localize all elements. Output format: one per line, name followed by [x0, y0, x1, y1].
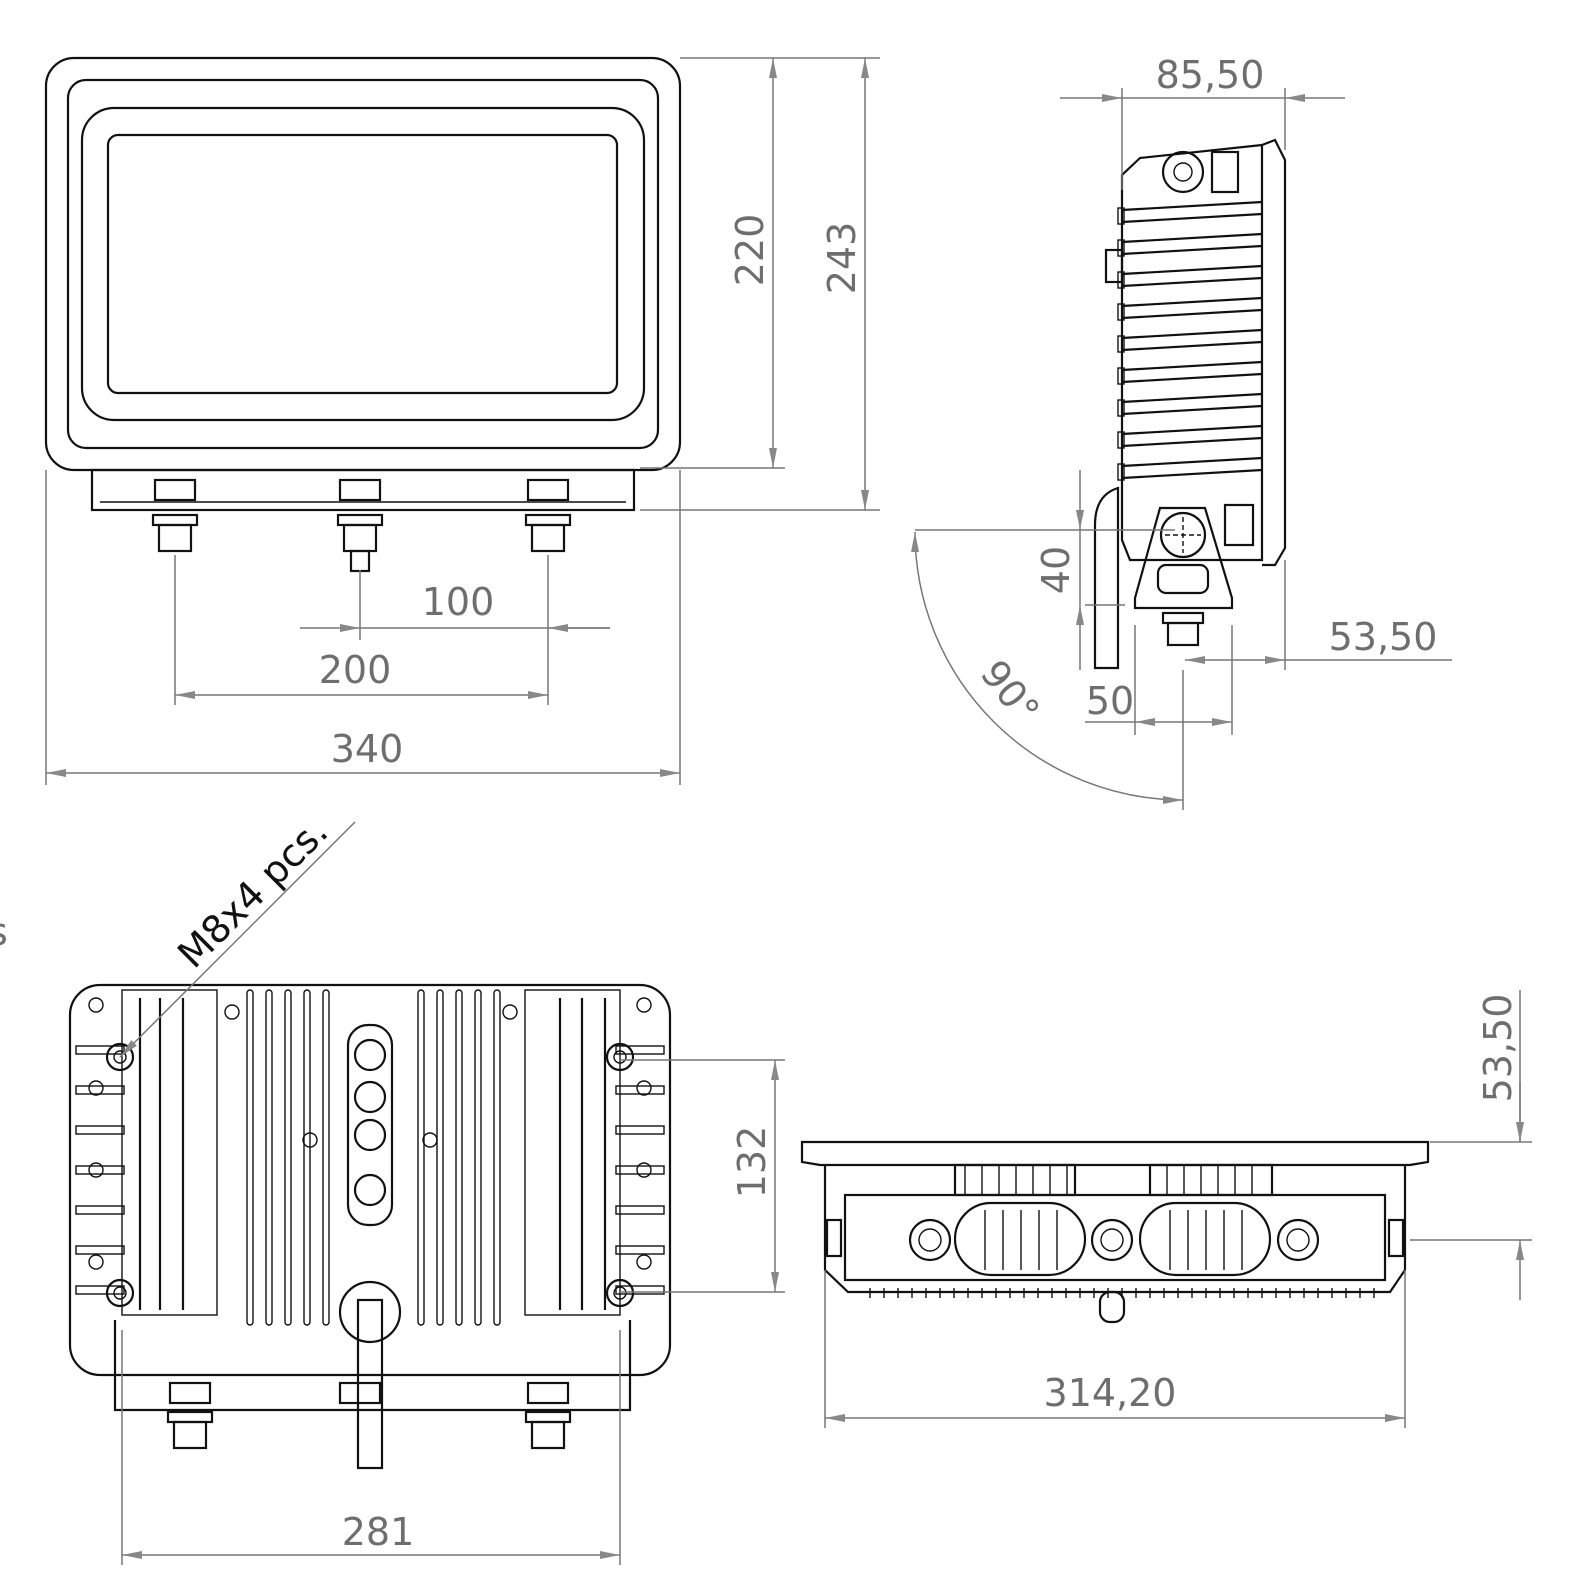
nut-icon	[526, 1381, 570, 1405]
dim-281: 281	[342, 1510, 415, 1554]
nut-icon	[338, 478, 382, 502]
dim-53-50-side: 53,50	[1329, 615, 1438, 659]
screw-icon	[422, 1132, 438, 1148]
washer-icon	[524, 513, 572, 527]
screw-icon	[636, 1254, 652, 1270]
mounting-hole-icon	[105, 1278, 135, 1308]
mounting-hole-icon	[605, 1042, 635, 1072]
bottom-dimensions	[824, 990, 1532, 1428]
screw-icon	[88, 1254, 104, 1270]
nut-icon	[168, 1381, 212, 1405]
dim-90-deg: 90°	[972, 652, 1048, 732]
side-dimensions	[911, 88, 1452, 810]
washer-icon	[336, 513, 384, 527]
nut-icon	[157, 523, 193, 553]
dim-40: 40	[1034, 546, 1078, 594]
edge-text-fragment: s	[0, 910, 8, 954]
back-dimensions	[119, 821, 785, 1565]
thread-note: M8x4 pcs.	[169, 809, 336, 976]
screw-icon	[636, 1162, 652, 1178]
nut-icon	[530, 1420, 566, 1450]
dim-53-50-bottom: 53,50	[1476, 994, 1520, 1103]
screw-icon	[636, 997, 652, 1013]
screw-icon	[88, 997, 104, 1013]
dim-340: 340	[331, 727, 404, 771]
bottom-view	[800, 1140, 1430, 1324]
screw-icon	[224, 1004, 240, 1020]
washer-icon	[151, 513, 199, 527]
dim-50: 50	[1086, 679, 1134, 723]
mounting-hole-icon	[605, 1278, 635, 1308]
screw-icon	[502, 1004, 518, 1020]
dim-220: 220	[728, 214, 772, 287]
screw-icon	[636, 1080, 652, 1096]
front-view	[44, 56, 682, 573]
nut-icon	[153, 478, 197, 502]
side-view	[1093, 138, 1287, 670]
nut-icon	[526, 478, 570, 502]
dim-85-50: 85,50	[1156, 53, 1265, 97]
dim-100: 100	[422, 580, 495, 624]
washer-icon	[166, 1410, 214, 1424]
screw-icon	[88, 1080, 104, 1096]
nut-icon	[342, 523, 378, 553]
dim-200: 200	[319, 648, 392, 692]
dim-314-20: 314,20	[1044, 1371, 1177, 1415]
dim-243: 243	[820, 222, 864, 295]
nut-icon	[172, 1420, 208, 1450]
back-view	[68, 983, 672, 1470]
front-dimensions	[45, 57, 880, 785]
screw-icon	[88, 1162, 104, 1178]
nut-icon	[530, 523, 566, 553]
dim-132: 132	[730, 1126, 774, 1199]
washer-icon	[524, 1410, 572, 1424]
screw-icon	[302, 1132, 318, 1148]
